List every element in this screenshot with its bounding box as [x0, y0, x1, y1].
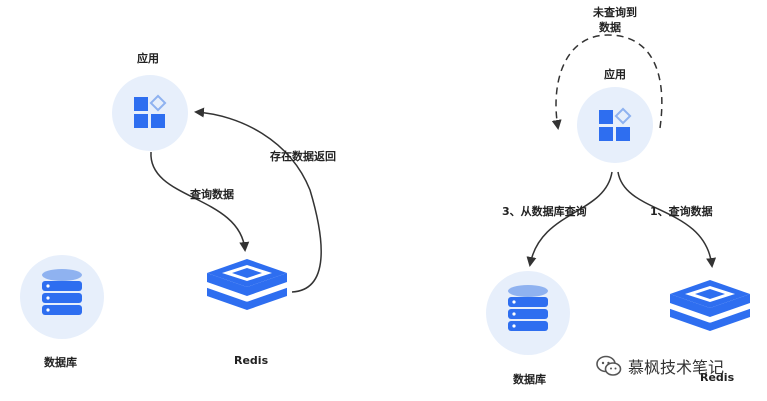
right-step1-label: 1、查询数据	[650, 205, 713, 218]
right-miss-loop-arrow	[551, 34, 663, 130]
left-query-label: 查询数据	[190, 188, 234, 201]
wechat-icon	[596, 355, 622, 376]
right-redis-arrow	[617, 171, 717, 268]
database-icon	[508, 285, 548, 331]
right-db-label: 数据库	[513, 373, 546, 386]
left-redis-node	[206, 259, 288, 310]
left-app-node	[112, 75, 188, 151]
right-app-label: 应用	[604, 68, 626, 81]
redis-icon	[669, 280, 751, 331]
right-redis-node	[669, 280, 751, 331]
left-query-arrow	[150, 151, 250, 252]
left-app-label: 应用	[137, 52, 159, 65]
left-return-arrow	[194, 107, 322, 293]
left-db-node	[20, 255, 104, 339]
database-icon	[42, 269, 82, 315]
left-return-label: 存在数据返回	[270, 150, 336, 163]
right-step3-label: 3、从数据库查询	[502, 205, 587, 218]
right-db-arrow	[526, 171, 613, 267]
right-db-node	[486, 271, 570, 355]
left-db-label: 数据库	[44, 356, 77, 369]
right-app-node	[577, 87, 653, 163]
redis-icon	[206, 259, 288, 310]
watermark: 慕枫技术笔记	[596, 354, 724, 378]
right-miss-label-line1: 未查询到	[593, 6, 637, 19]
app-icon	[134, 94, 167, 128]
right-redis-label: Redis	[700, 371, 735, 384]
app-icon	[599, 107, 632, 141]
right-miss-label-line2: 数据	[599, 21, 621, 34]
left-redis-label: Redis	[234, 354, 269, 367]
watermark-text: 慕枫技术笔记	[628, 358, 725, 377]
